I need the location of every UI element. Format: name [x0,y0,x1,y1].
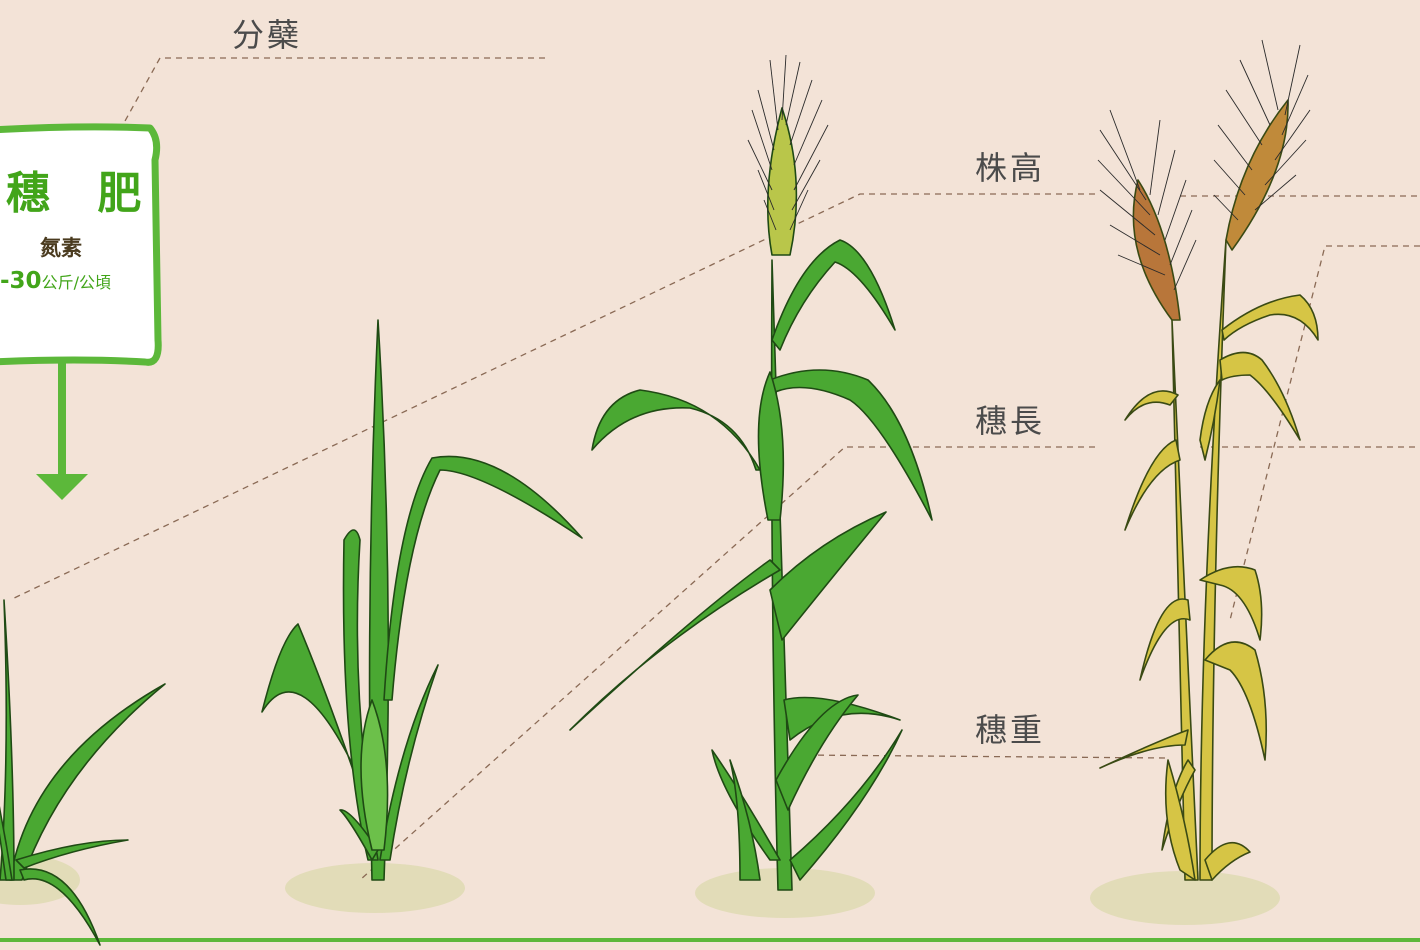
fertilizer-rate-number: -30 [0,268,42,294]
length-leader [360,447,1095,880]
plant-stage-4 [1098,40,1318,880]
plant-stage-2 [262,320,582,880]
fertilizer-card-title: 穗 肥 [6,157,157,221]
fertilizer-rate: -30公斤/公頃 [0,268,111,294]
arrow-shaft [58,362,66,474]
plant-height-label: 株高 [975,143,1045,189]
height-leader [10,194,1095,600]
fertilizer-rate-unit: 公斤/公頃 [42,273,111,292]
ear-weight-label: 穗重 [975,705,1045,751]
ear-tip-leader [1230,246,1420,620]
tiller-label: 分蘗 [232,10,302,56]
tiller-leader [120,58,545,130]
ear-length-label: 穗長 [975,396,1045,442]
fertilizer-nutrient: 氮素 [40,232,82,262]
plant-stage-3 [570,55,932,890]
weight-leader [800,755,1165,758]
arrow-head [36,474,88,500]
bottom-border [0,938,1420,942]
